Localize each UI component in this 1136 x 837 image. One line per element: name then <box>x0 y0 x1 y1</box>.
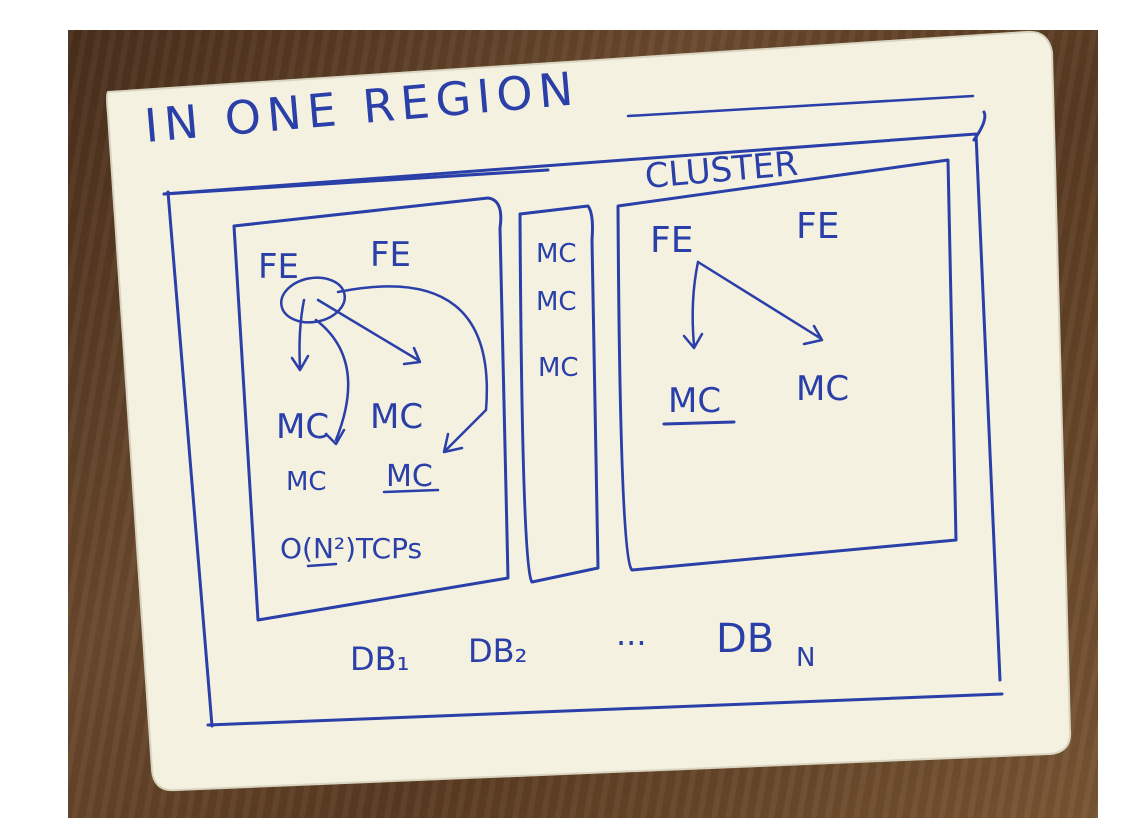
arrow-fe-to-mc-left <box>290 298 310 372</box>
whiteboard-surface <box>106 30 1072 792</box>
left-mc-right: MC <box>370 397 423 437</box>
db-2: DB₂ <box>468 632 527 670</box>
right-fe-right: FE <box>796 206 839 247</box>
complexity-note: O(N²)TCPs <box>280 532 422 565</box>
region-box <box>162 110 1002 682</box>
left-fe-right: FE <box>370 235 411 275</box>
right-mc-left: MC <box>668 381 721 421</box>
arrow-right-fe-to-mc-right <box>696 260 824 346</box>
left-fe-left: FE <box>258 247 299 287</box>
left-mc-left: MC <box>276 407 329 447</box>
title-underline <box>626 94 975 118</box>
right-mc-right: MC <box>796 369 849 409</box>
db-n-subscript: N <box>796 643 815 673</box>
left-cluster-box <box>232 196 510 622</box>
middle-mc-1: MC <box>536 239 577 269</box>
arrow-right-fe-to-mc-left <box>682 260 704 350</box>
right-mc-underline <box>662 420 736 426</box>
middle-mc-3: MC <box>538 353 579 383</box>
arrow-fe-to-mc-right <box>316 298 422 366</box>
region-box-bottom <box>206 692 1004 727</box>
db-n: DB <box>716 616 774 662</box>
region-box-left <box>166 190 214 728</box>
middle-mc-2: MC <box>536 287 577 317</box>
left-mc-bottom-right: MC <box>386 459 433 494</box>
middle-mc-column <box>518 204 600 584</box>
n-underline <box>306 562 338 568</box>
region-box-top <box>162 168 550 196</box>
right-cluster-box <box>616 158 958 572</box>
left-mc-bottom-left: MC <box>286 467 327 497</box>
db-dots: ··· <box>616 624 647 662</box>
right-fe-left: FE <box>650 220 693 261</box>
photo-background: IN ONE REGION CLUSTER FE FE MC MC MC MC … <box>68 30 1098 818</box>
mc-underline <box>382 488 440 494</box>
whiteboard: IN ONE REGION CLUSTER FE FE MC MC MC MC … <box>106 30 1072 792</box>
arrow-fe-to-mc-bottom-right <box>336 285 489 454</box>
db-1: DB₁ <box>350 640 409 678</box>
arrow-fe-to-mc-bottom-left <box>314 318 350 446</box>
